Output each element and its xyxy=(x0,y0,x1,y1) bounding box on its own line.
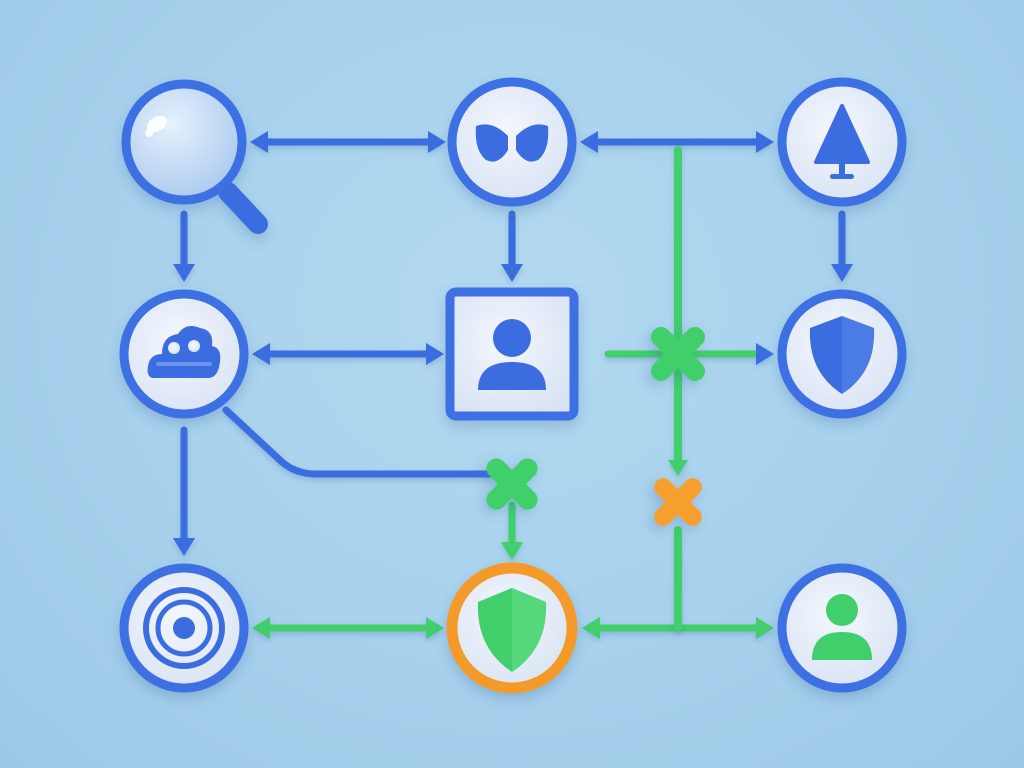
arrowhead-down xyxy=(501,542,523,560)
edge-mask-usercard xyxy=(501,210,523,282)
node-target[interactable] xyxy=(119,563,249,693)
node-cone[interactable] xyxy=(777,77,907,207)
edge-search-mask xyxy=(250,131,446,153)
edge-cloud-shieldgreen xyxy=(222,406,523,560)
node-cloud[interactable] xyxy=(119,289,249,419)
arrowhead-left xyxy=(250,131,268,153)
shield-icon xyxy=(477,588,547,672)
edge-search-cloud xyxy=(173,210,195,282)
edge-cloud-usercard xyxy=(252,343,444,365)
arrowhead-right xyxy=(756,131,774,153)
arrowhead-left xyxy=(580,131,598,153)
edge-branch-green-right xyxy=(668,146,688,632)
arrowhead-down xyxy=(831,264,853,282)
node-shield-green[interactable] xyxy=(446,562,578,694)
edge-mask-cone xyxy=(580,131,774,153)
magnifier-icon xyxy=(145,115,168,137)
target-icon xyxy=(143,587,225,669)
blocked-marker-green-top xyxy=(651,327,705,381)
arrowhead-left xyxy=(252,343,270,365)
arrowhead-down xyxy=(501,264,523,282)
cloud-icon xyxy=(147,326,221,378)
arrowhead-down xyxy=(173,538,195,556)
arrowhead-down xyxy=(173,264,195,282)
node-user-green[interactable] xyxy=(777,563,907,693)
mask-icon xyxy=(475,124,549,162)
blocked-marker-green-mid xyxy=(486,458,538,510)
arrowhead-right xyxy=(426,617,444,639)
blocked-marker-orange xyxy=(654,478,702,526)
node-mask[interactable] xyxy=(447,77,577,207)
arrowhead-right xyxy=(756,617,774,639)
arrowhead-left xyxy=(582,617,600,639)
edge-target-shieldgreen xyxy=(252,617,444,639)
edge-cloud-target xyxy=(173,426,195,556)
cone-icon xyxy=(814,104,870,179)
user-icon xyxy=(478,319,546,390)
edge-cone-shieldblue xyxy=(831,210,853,282)
arrowhead-down xyxy=(668,460,688,476)
arrowhead-right xyxy=(756,343,774,365)
node-user-card[interactable] xyxy=(445,287,579,421)
arrowhead-right xyxy=(428,131,446,153)
arrowhead-right xyxy=(426,343,444,365)
node-shield-blue[interactable] xyxy=(777,289,907,419)
node-search[interactable] xyxy=(121,79,268,234)
shield-icon xyxy=(809,316,875,394)
user-icon xyxy=(812,594,872,660)
arrowhead-left xyxy=(252,617,270,639)
